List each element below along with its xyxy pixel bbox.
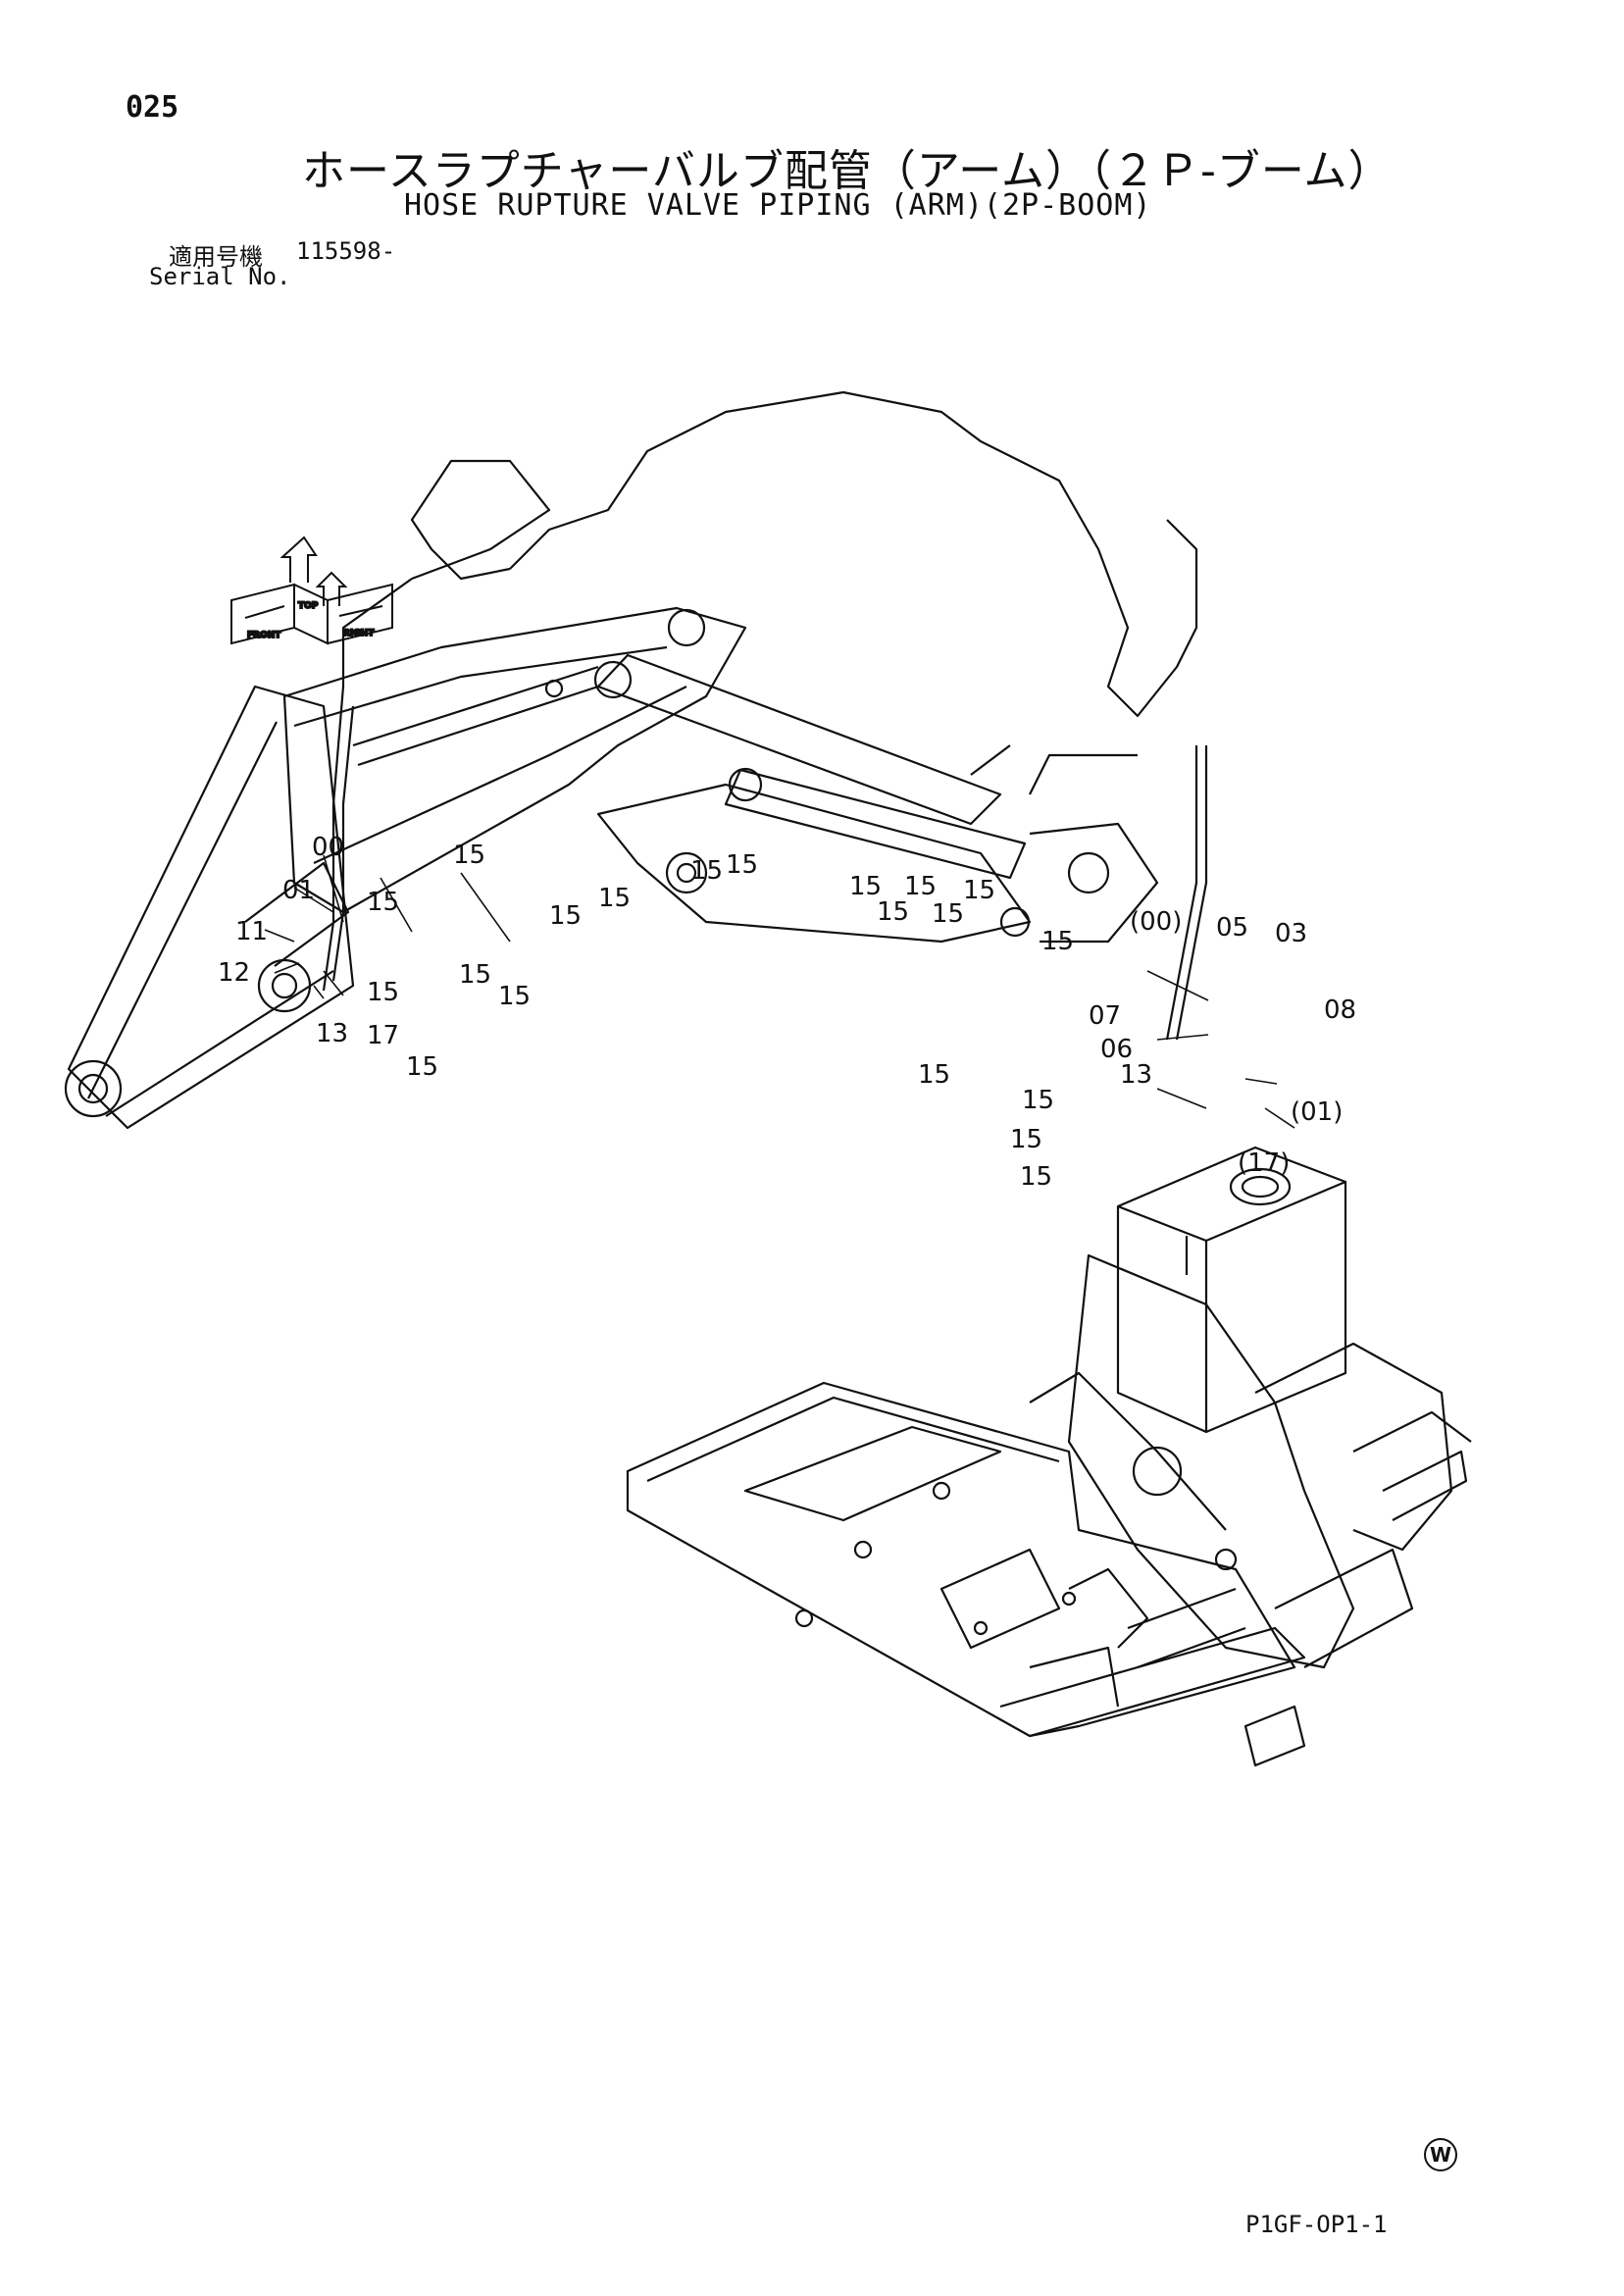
callout-15-f: 15 — [498, 982, 531, 1011]
callout-06: 06 — [1100, 1035, 1133, 1064]
callout-15-o: 15 — [963, 876, 995, 905]
callout-15-j: 15 — [726, 850, 758, 880]
callout-15-r: 15 — [1022, 1086, 1054, 1115]
callout-labels: 00 01 11 12 13 17 15 15 15 15 15 15 15 1… — [218, 833, 1356, 1192]
callout-13-right: 13 — [1120, 1060, 1152, 1090]
orientation-right-label: RIGHT — [343, 629, 375, 638]
page-number: 025 — [126, 90, 179, 125]
page-code: P1GF-OP1-1 — [1245, 2211, 1388, 2238]
callout-13-left: 13 — [316, 1019, 348, 1048]
orientation-top-label: TOP — [298, 601, 319, 611]
callout-15-e: 15 — [406, 1052, 438, 1082]
title-english: HOSE RUPTURE VALVE PIPING (ARM)(2P-BOOM) — [404, 188, 1152, 223]
callout-15-p: 15 — [1041, 927, 1074, 956]
leader-lines — [264, 854, 1295, 1129]
serial-label-english: Serial No. — [149, 263, 291, 290]
title-japanese: ホースラプチャーバルブ配管（アーム）（２Ｐ-ブーム） — [302, 146, 1393, 196]
callout-01: 01 — [282, 876, 315, 905]
serial-label-japanese: 適用号機 — [169, 243, 263, 271]
callout-03: 03 — [1275, 919, 1307, 948]
callout-00-parenthesized: (00) — [1130, 907, 1182, 937]
callout-15-s: 15 — [1010, 1125, 1042, 1154]
callout-15-a: 15 — [367, 888, 399, 917]
callout-17: 17 — [367, 1021, 399, 1050]
callout-17-parenthesized: (17) — [1238, 1148, 1290, 1178]
callout-11: 11 — [235, 917, 268, 946]
callout-15-q: 15 — [918, 1060, 950, 1090]
serial-number-value: 115598- — [296, 237, 396, 265]
callout-15-k: 15 — [849, 872, 882, 901]
callout-15-g: 15 — [549, 901, 582, 931]
callout-15-c: 15 — [459, 960, 491, 990]
callout-15-i: 15 — [690, 856, 723, 886]
callout-15-t: 15 — [1020, 1162, 1052, 1192]
callout-05: 05 — [1216, 913, 1248, 943]
callout-15-m: 15 — [904, 872, 937, 901]
excavator-illustration — [64, 390, 1472, 1767]
orientation-front-label: FRONT — [247, 631, 281, 640]
callout-08: 08 — [1324, 995, 1356, 1025]
callout-15-n: 15 — [932, 899, 964, 929]
callout-15-l: 15 — [877, 897, 909, 927]
callout-15-b: 15 — [453, 841, 485, 870]
callout-07: 07 — [1089, 1001, 1121, 1031]
watermark-icon: W — [1424, 2138, 1457, 2171]
callout-01-parenthesized: (01) — [1291, 1097, 1343, 1127]
callout-15-d: 15 — [367, 978, 399, 1007]
callout-12: 12 — [218, 958, 250, 988]
callout-15-h: 15 — [598, 884, 631, 913]
orientation-compass-icon: FRONT RIGHT TOP — [230, 536, 393, 645]
callout-00: 00 — [312, 833, 344, 862]
